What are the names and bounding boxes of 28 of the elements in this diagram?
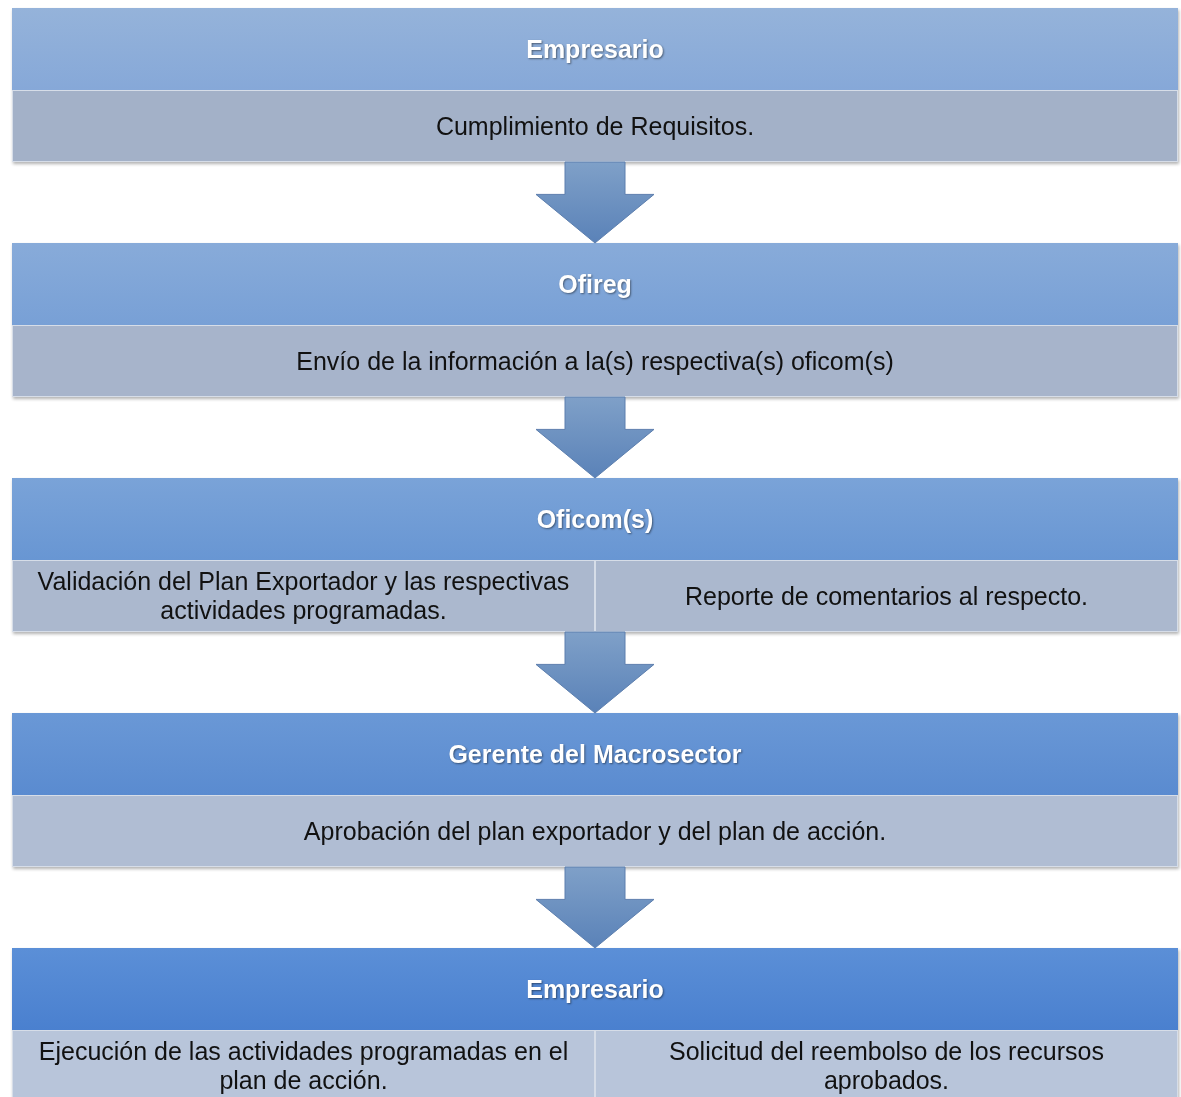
task-text: Aprobación del plan exportador y del plan de acción. xyxy=(303,816,887,846)
task-text: Envío de la información a la(s) respectiva(s) oficom(s) xyxy=(296,346,894,376)
stage-title: Empresario xyxy=(526,34,664,64)
task-box xyxy=(12,795,1178,867)
task-text: Reporte de comentarios al respecto. xyxy=(685,581,1088,611)
task-text: Cumplimiento de Requisitos. xyxy=(435,111,755,141)
stage-panel xyxy=(12,713,1178,867)
stage-title: Oficom(s) xyxy=(536,504,654,534)
block-arrow xyxy=(535,161,655,244)
stage-title: Empresario xyxy=(526,974,664,1004)
block-arrow xyxy=(535,396,655,479)
block-arrow xyxy=(535,866,655,949)
stage-title: Ofireg xyxy=(558,269,632,299)
task-box xyxy=(595,560,1178,632)
stage-panel xyxy=(12,948,1178,1097)
stage-panel xyxy=(12,8,1178,162)
task-text: Validación del Plan Exportador y las respectivas actividades programadas. xyxy=(36,567,571,625)
task-text: Solicitud del reembolso de los recursos aprobados. xyxy=(668,1037,1105,1095)
stage-title: Gerente del Macrosector xyxy=(448,739,742,769)
stage-panel xyxy=(12,243,1178,397)
stage-panel xyxy=(12,478,1178,632)
task-box xyxy=(12,325,1178,397)
task-box xyxy=(595,1030,1178,1097)
block-arrow xyxy=(535,631,655,714)
task-box xyxy=(12,560,595,632)
task-text: Ejecución de las actividades programadas en el plan de acción. xyxy=(37,1037,570,1095)
task-box xyxy=(12,90,1178,162)
task-box xyxy=(12,1030,595,1097)
